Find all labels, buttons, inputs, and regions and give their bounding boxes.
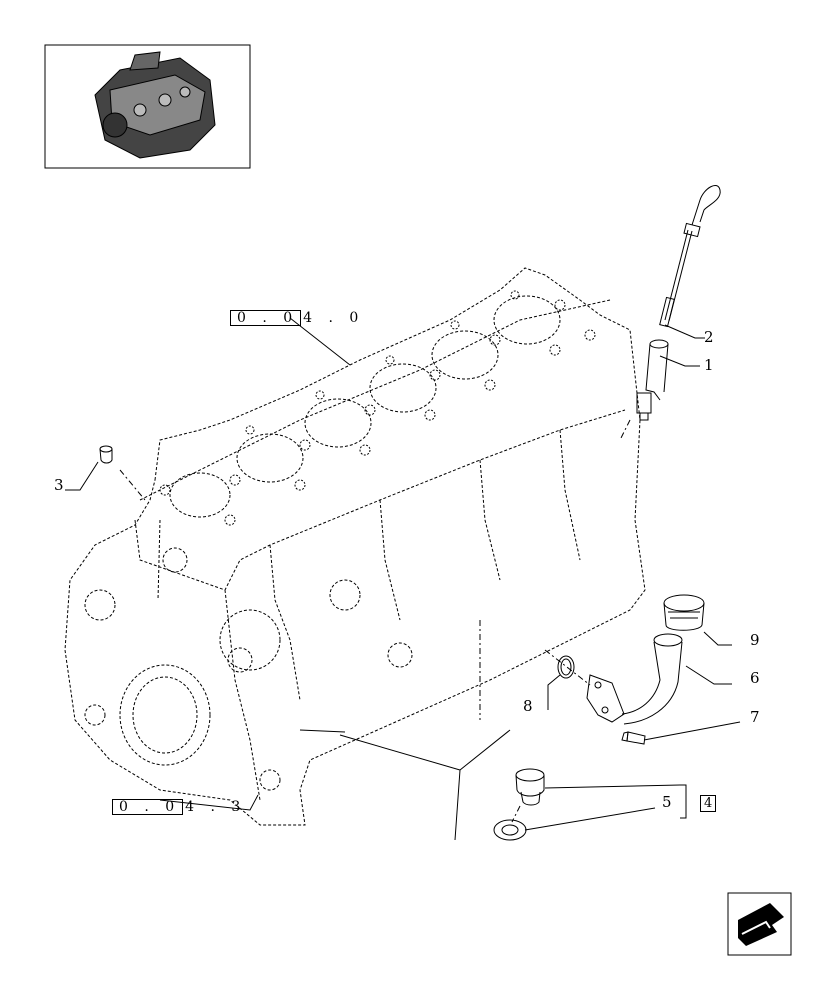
callout-4: 4 <box>700 795 717 812</box>
dipstick-tube <box>636 339 669 421</box>
block-reference-rest: 4 . 0 <box>303 310 365 326</box>
o-ring <box>557 655 575 679</box>
timing-cover-outline <box>84 547 413 791</box>
filler-pipe <box>586 633 683 725</box>
drain-plug <box>515 768 545 806</box>
block-reference-boxed: 0 . 0 <box>230 310 302 326</box>
head-bolt-holes <box>159 290 596 526</box>
callout-8: 8 <box>523 697 533 715</box>
sealing-washer <box>493 819 527 841</box>
callout-6: 6 <box>750 669 760 687</box>
callout-5: 5 <box>662 793 672 811</box>
timing-reference-rest: 4 . 3 <box>185 799 247 815</box>
dipstick <box>659 185 721 328</box>
cylinder-block-outline <box>64 267 646 826</box>
callout-7: 7 <box>750 708 760 726</box>
callout-9: 9 <box>750 631 760 649</box>
callout-3: 3 <box>54 476 64 494</box>
timing-reference-boxed: 0 . 0 <box>112 799 184 815</box>
leader-lines <box>65 317 741 841</box>
screw <box>621 731 646 745</box>
alignment-lines <box>119 419 631 823</box>
callout-2: 2 <box>704 328 714 346</box>
filler-cap <box>663 594 705 631</box>
core-plug <box>99 445 113 464</box>
cylinder-bores <box>169 295 561 518</box>
callout-1: 1 <box>704 356 714 374</box>
next-page-arrow-icon <box>727 892 792 956</box>
engine-thumbnail-icon <box>44 44 251 169</box>
